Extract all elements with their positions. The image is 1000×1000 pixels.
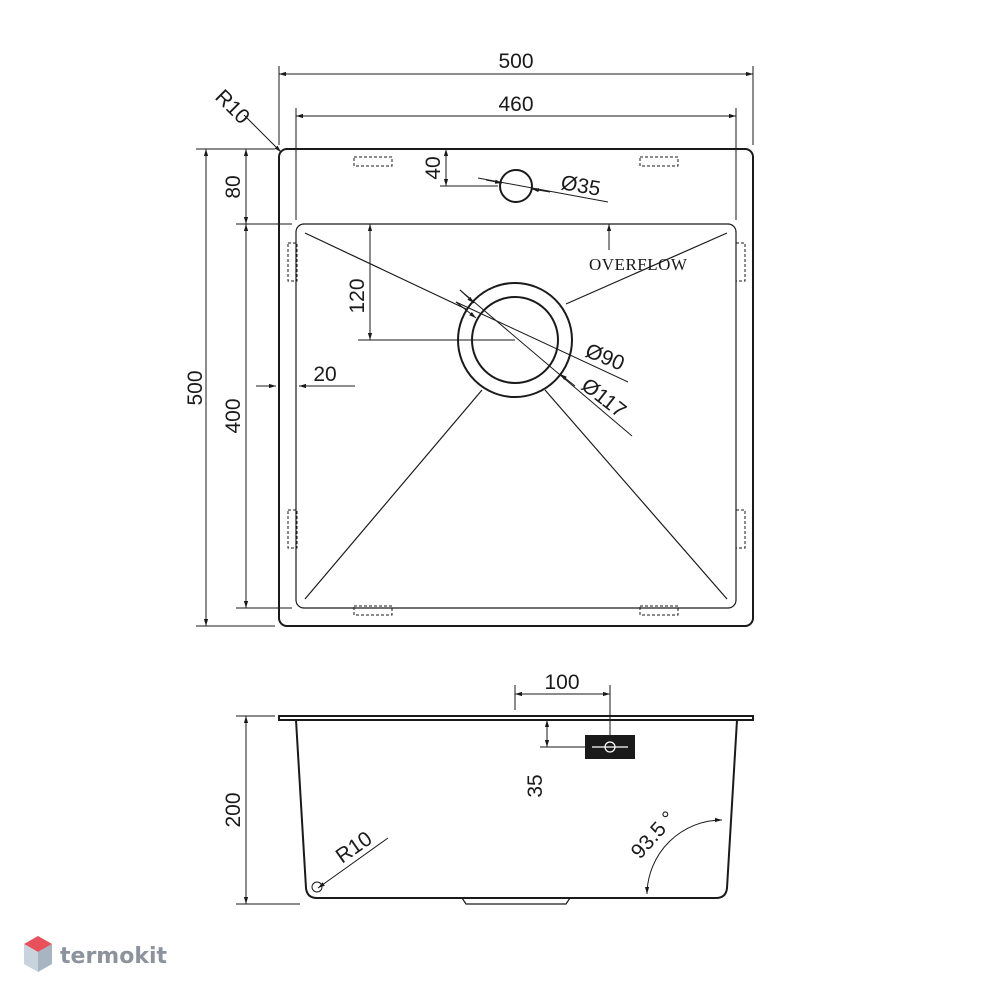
overall-width-label: 500 bbox=[498, 50, 533, 73]
tap-hole-label: Ø35 bbox=[559, 171, 602, 201]
dim-tap-hole: Ø35 bbox=[477, 171, 609, 203]
dim-corner-radius: R10 bbox=[210, 85, 282, 153]
bowl-slope-lines bbox=[304, 232, 728, 600]
tap-hole bbox=[499, 169, 533, 203]
cube-icon bbox=[24, 936, 52, 972]
cube-right-face bbox=[38, 944, 52, 972]
overflow-callout: OVERFLOW bbox=[589, 224, 688, 274]
dim-wall-angle: 93.5 ° bbox=[627, 807, 723, 895]
tap-offset-label: 40 bbox=[422, 156, 445, 179]
overflow-offset-label: 100 bbox=[544, 671, 579, 694]
side-offset-label: 20 bbox=[313, 363, 336, 386]
dim-bowl-width: 460 bbox=[295, 93, 737, 220]
overflow-height-label: 35 bbox=[524, 774, 547, 797]
bowl-width-label: 460 bbox=[498, 93, 533, 116]
bowl-depth-label: 400 bbox=[222, 398, 245, 433]
overall-depth-label: 500 bbox=[184, 370, 207, 405]
drain-stub bbox=[461, 897, 571, 905]
dim-side-offset: 20 bbox=[256, 363, 355, 389]
brand-name: termokit bbox=[60, 944, 167, 969]
mounting-clips bbox=[287, 156, 746, 616]
termokit-logo: termokit bbox=[24, 936, 167, 972]
overflow-label: OVERFLOW bbox=[589, 255, 688, 274]
sink-side-rim bbox=[278, 715, 754, 721]
wall-angle-label: 93.5 ° bbox=[627, 807, 681, 863]
side-view: 100 35 200 R10 93.5 ° bbox=[222, 671, 754, 905]
drain-offset-label: 120 bbox=[346, 278, 369, 313]
sink-outer-rim bbox=[278, 148, 754, 627]
dim-overflow-height: 35 bbox=[524, 720, 585, 798]
corner-radius-label: R10 bbox=[210, 85, 254, 129]
dim-bottom-radius: R10 bbox=[311, 827, 389, 893]
dim-overall-width: 500 bbox=[278, 50, 754, 145]
dim-bowl-depth: 400 bbox=[222, 223, 292, 609]
dim-side-depth: 200 bbox=[222, 715, 300, 905]
dim-drain-inner: Ø90 bbox=[455, 301, 629, 383]
drain-inner-label: Ø90 bbox=[582, 339, 627, 375]
dim-front-margin: 80 bbox=[222, 149, 249, 224]
side-depth-label: 200 bbox=[222, 792, 245, 827]
overflow-fitting-detail bbox=[592, 741, 628, 753]
dim-drain-offset: 120 bbox=[346, 224, 515, 341]
sink-bowl bbox=[295, 223, 737, 609]
dim-overflow-offset: 100 bbox=[514, 671, 611, 735]
dim-tap-offset: 40 bbox=[422, 149, 498, 187]
drain-outer-label: Ø117 bbox=[577, 374, 630, 423]
top-view: 500 460 R10 500 400 bbox=[184, 50, 754, 627]
front-margin-label: 80 bbox=[222, 175, 245, 198]
sink-side-profile bbox=[295, 719, 738, 899]
cube-left-face bbox=[24, 944, 38, 972]
dim-overall-depth: 500 bbox=[184, 148, 275, 627]
